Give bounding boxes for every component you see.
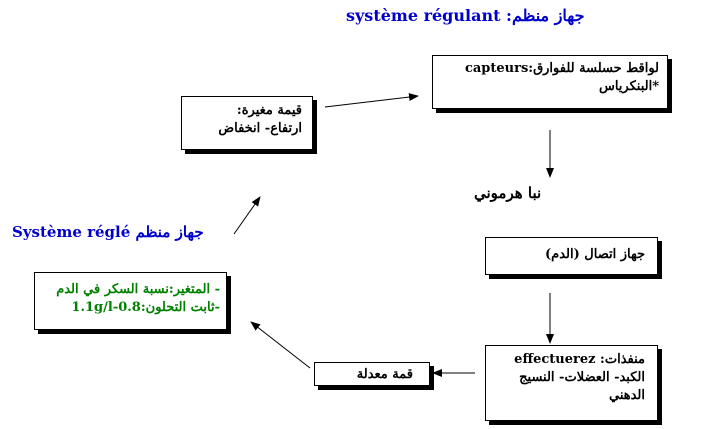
- regulated-system-label: Système réglé جهاز منظم: [12, 223, 204, 241]
- effector-line1: منفذات: effectuerez: [514, 352, 645, 367]
- corrected-value-box: قمة معدلة: [314, 362, 430, 386]
- effector-line3: الدهني: [608, 388, 645, 403]
- variable-line1: قيمة مغيرة:: [236, 103, 302, 118]
- arrow-variable-to-sensor: [324, 93, 419, 108]
- regulated-label-arabic: جهاز منظم: [135, 223, 204, 241]
- effector-box: منفذات: effectuerez الكبد- العضلات- النس…: [485, 345, 658, 421]
- regulated-line2: -ثابت التحلون:0.8-1.1g/l: [71, 300, 220, 315]
- regulated-system-box: - المتغير:نسبة السكر في الدم -ثابت التحل…: [34, 272, 227, 330]
- hormonal-message-label: نبا هرموني: [474, 184, 542, 202]
- variable-line2: ارتفاع- انخفاض: [218, 121, 302, 136]
- title-french: système régulant: [346, 6, 501, 25]
- communication-box: جهاز اتصال (الدم): [485, 237, 658, 275]
- sensor-box: لواقط حسلسة للفوارق:capteurs *البنكرياس: [432, 55, 668, 109]
- title-arabic: جهاز منظم:: [506, 6, 585, 25]
- diagram-title: système régulant جهاز منظم:: [346, 6, 585, 25]
- regulated-line1: - المتغير:نسبة السكر في الدم: [56, 282, 220, 297]
- sensor-line2: *البنكرياس: [598, 79, 659, 94]
- communication-label: جهاز اتصال (الدم): [545, 247, 645, 262]
- arrow-corrected-to-regulated: [250, 321, 311, 369]
- regulated-label-french: Système réglé: [12, 223, 131, 241]
- sensor-line1: لواقط حسلسة للفوارق:capteurs: [464, 61, 659, 76]
- effector-line2: الكبد- العضلات- النسيج: [519, 370, 645, 385]
- variable-value-box: قيمة مغيرة: ارتفاع- انخفاض: [181, 96, 313, 150]
- arrow-regulated-to-variable: [233, 196, 261, 235]
- corrected-value-label: قمة معدلة: [356, 367, 413, 382]
